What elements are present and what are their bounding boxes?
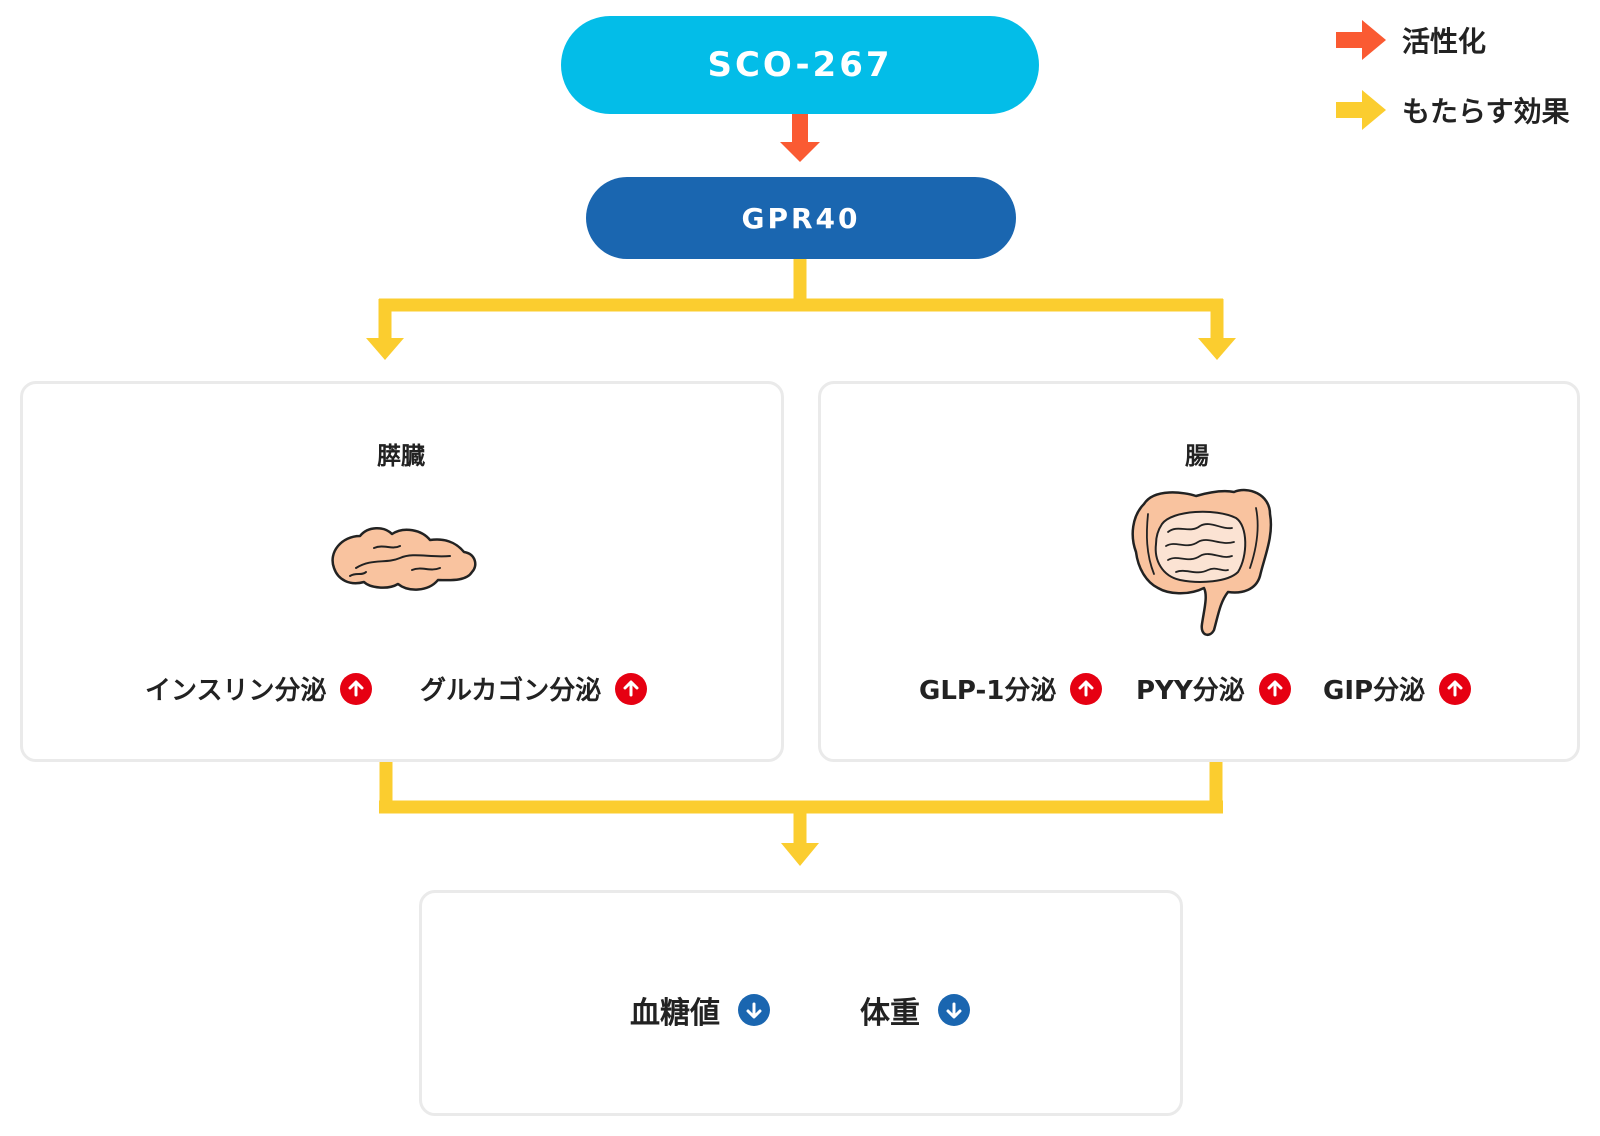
intestine-icon xyxy=(1131,488,1273,637)
arrow-right-icon xyxy=(1336,20,1386,60)
intestine-item-label: GIP分泌 xyxy=(1323,676,1426,706)
legend-activate-label: 活性化 xyxy=(1402,25,1487,58)
arrow-up-circle-icon xyxy=(1258,672,1291,705)
pancreas-item-label: インスリン分泌 xyxy=(145,676,327,706)
receptor-node: GPR40 xyxy=(586,177,1016,259)
outcome-item-blood-glucose: 血糖値 xyxy=(630,988,770,1032)
pancreas-item-glucagon: グルカゴン分泌 xyxy=(420,670,648,707)
pancreas-icon xyxy=(331,527,477,591)
effect-arrow-merge xyxy=(379,762,1223,845)
drug-node: SCO-267 xyxy=(561,16,1039,114)
effect-arrowhead-intestine xyxy=(1198,338,1236,360)
arrow-up-circle-icon xyxy=(615,672,648,705)
outcome-item-label: 血糖値 xyxy=(630,996,720,1031)
activate-arrow xyxy=(780,114,820,162)
intestine-item-label: GLP-1分泌 xyxy=(919,676,1057,706)
arrow-up-circle-icon xyxy=(340,672,373,705)
pancreas-title: 膵臓 xyxy=(377,442,425,470)
outcome-item-body-weight: 体重 xyxy=(860,988,970,1032)
intestine-item-label: PYY分泌 xyxy=(1136,676,1245,706)
arrow-right-icon xyxy=(1336,90,1386,130)
effect-arrowhead-pancreas xyxy=(366,338,404,360)
legend-effect-label: もたらす効果 xyxy=(1402,95,1570,128)
intestine-title: 腸 xyxy=(1185,442,1209,470)
intestine-item-glp1: GLP-1分泌 xyxy=(919,670,1103,707)
intestine-item-gip: GIP分泌 xyxy=(1323,670,1472,707)
arrow-down-circle-icon xyxy=(738,994,770,1026)
arrow-up-circle-icon xyxy=(1439,672,1472,705)
outcome-card xyxy=(419,890,1183,1116)
pancreas-item-label: グルカゴン分泌 xyxy=(420,676,602,706)
arrow-up-circle-icon xyxy=(1070,672,1103,705)
effect-arrowhead-outcome xyxy=(781,843,819,866)
drug-label: SCO-267 xyxy=(707,45,893,85)
arrow-down-circle-icon xyxy=(938,994,970,1026)
receptor-label: GPR40 xyxy=(741,201,861,235)
outcome-item-label: 体重 xyxy=(860,996,920,1031)
intestine-item-pyy: PYY分泌 xyxy=(1136,670,1291,707)
effect-arrow-split xyxy=(378,259,1224,340)
legend-effect: もたらす効果 xyxy=(1336,90,1569,130)
legend-activate: 活性化 xyxy=(1336,20,1486,60)
pancreas-item-insulin: インスリン分泌 xyxy=(145,670,373,707)
